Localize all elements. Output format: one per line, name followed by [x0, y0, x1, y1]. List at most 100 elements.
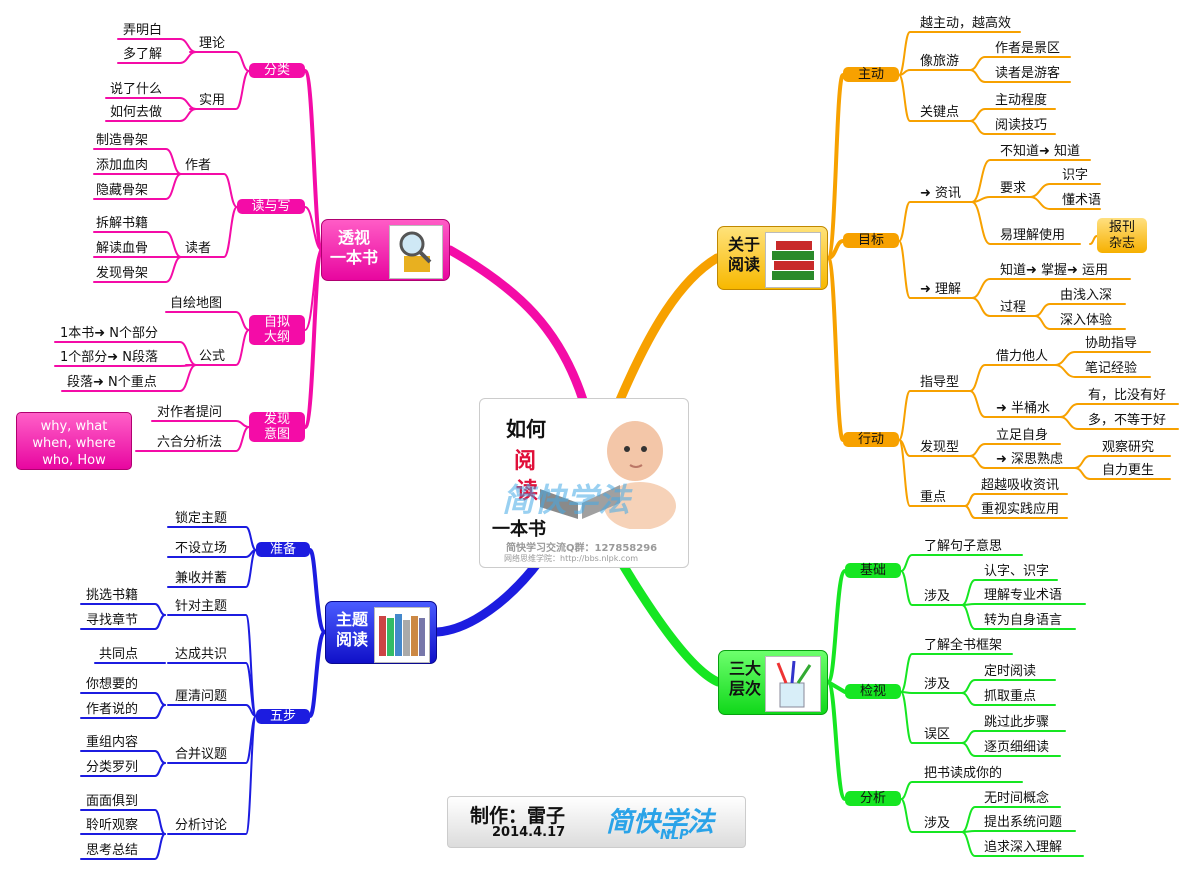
- center-site: 网络思维学院：http://bbs.nlpk.com: [504, 554, 639, 563]
- node-shiyong: 实用: [199, 93, 226, 108]
- node-lijie: ➜ 理解: [920, 282, 962, 297]
- link-orange: [971, 159, 1091, 203]
- node-duo: 多，不等于好: [1088, 413, 1167, 428]
- link-pink: [135, 426, 250, 452]
- node-zuozheshuo: 作者说的: [86, 702, 139, 717]
- trunk-pink: [445, 245, 588, 405]
- link-blue: [80, 762, 166, 777]
- node-zhuanwei: 转为自身语言: [984, 613, 1063, 628]
- baby-reading-illustration: [580, 411, 678, 530]
- node-yincang: 隐藏骨架: [96, 183, 149, 198]
- topic-ziniyaogang: 自拟 大纲: [249, 315, 305, 345]
- topic-wubu: 五步: [256, 709, 310, 724]
- link-green: [900, 554, 1023, 572]
- credit-brand: 简快学法: [606, 807, 714, 838]
- link-orange: [969, 120, 1056, 135]
- node-tianjia: 添加血肉: [96, 158, 149, 173]
- node-yue: 越主动，越高效: [920, 16, 1012, 31]
- hub-sanda-title: 三大 层次: [728, 659, 761, 698]
- node-chengdu: 主动程度: [995, 93, 1048, 108]
- link-orange: [971, 196, 1031, 203]
- magnifier-book-icon: [389, 225, 443, 279]
- link-orange: [971, 201, 1081, 245]
- bookshelf-icon: [374, 607, 430, 663]
- node-duoliaojie: 多了解: [123, 47, 163, 62]
- link-green: [961, 604, 1076, 630]
- link-pink: [185, 329, 250, 366]
- node-suoding: 锁定主题: [175, 511, 228, 526]
- node-shuyu: 理解专业术语: [984, 588, 1063, 603]
- node-you: 有，比没有好: [1088, 388, 1167, 403]
- node-bantong: ➜ 半桶水: [996, 401, 1051, 416]
- link-pink: [165, 311, 250, 331]
- node-biji: 笔记经验: [1085, 361, 1138, 376]
- node-faxianxing: 发现型: [920, 440, 960, 455]
- topic-xingdong: 行动: [843, 432, 899, 447]
- node-f2: 1个部分➜ N段落: [60, 350, 159, 365]
- link-green: [961, 742, 1061, 757]
- link-orange: [969, 390, 1061, 418]
- node-zuozhe: 作者: [185, 158, 212, 173]
- hub-sanda: 三大 层次: [718, 650, 828, 715]
- pencil-cup-icon: [765, 656, 821, 712]
- link-pink: [303, 69, 324, 252]
- topic-zhudong: 主动: [843, 67, 899, 82]
- link-pink: [173, 173, 238, 208]
- node-tiwen: 对作者提问: [157, 405, 223, 420]
- link-orange: [826, 256, 845, 442]
- node-shizi: 识字: [1062, 168, 1089, 183]
- node-zhuaqu: 抓取重点: [984, 689, 1037, 704]
- link-green: [826, 680, 847, 694]
- link-orange: [964, 505, 1068, 519]
- link-pink: [93, 256, 182, 283]
- node-guanjian: 关键点: [920, 105, 960, 120]
- link-orange: [1059, 416, 1179, 430]
- link-blue: [80, 833, 166, 860]
- link-orange: [1029, 196, 1101, 210]
- link-green: [900, 653, 1013, 693]
- link-green: [961, 831, 1084, 857]
- credit-author: 制作：雷子: [470, 805, 566, 827]
- node-nixiang: 你想要的: [86, 677, 139, 692]
- node-chongzu: 重组内容: [86, 735, 139, 750]
- node-youqian: 由浅入深: [1060, 288, 1113, 303]
- link-orange: [1054, 364, 1151, 378]
- link-blue: [167, 662, 257, 717]
- node-xiezhu: 协助指导: [1085, 336, 1138, 351]
- credit-brand-sub: NLP: [660, 828, 689, 843]
- node-buzhi: 不知道➜ 知道: [1000, 144, 1081, 159]
- link-pink: [151, 420, 250, 428]
- trunk-green: [615, 555, 723, 687]
- node-lvyou: 像旅游: [920, 54, 960, 69]
- node-yilijie: 易理解使用: [1000, 228, 1066, 243]
- node-tiaoguo: 跳过此步骤: [984, 715, 1050, 730]
- link-orange: [969, 69, 1071, 83]
- hub-toushi: 透视 一本书: [321, 219, 450, 281]
- node-chaijie: 拆解书籍: [96, 216, 149, 231]
- node-lingting: 聆听观察: [86, 818, 139, 833]
- link-blue: [80, 614, 166, 630]
- link-green: [961, 603, 1086, 606]
- credit-date: 2014.4.17: [492, 825, 566, 840]
- link-green: [826, 680, 847, 801]
- node-shensi: ➜ 深思熟虑: [996, 452, 1064, 467]
- node-jieli: 借力他人: [996, 349, 1049, 364]
- hub-zhuti: 主题 阅读: [325, 601, 437, 664]
- node-jianshou: 兼收并蓄: [175, 571, 228, 586]
- link-orange: [898, 201, 973, 242]
- link-green: [900, 691, 963, 744]
- hub-zhuti-title: 主题 阅读: [335, 610, 368, 649]
- topic-fenxi: 分析: [845, 791, 901, 806]
- link-pink: [189, 70, 250, 110]
- node-lilun: 理论: [199, 36, 226, 51]
- link-pink: [105, 108, 197, 122]
- node-tichu: 提出系统问题: [984, 815, 1063, 830]
- link-orange: [898, 74, 971, 122]
- link-green: [900, 781, 1023, 800]
- node-zhuiqiu: 追求深入理解: [984, 840, 1063, 855]
- node-fenxitaolun: 分析讨论: [175, 818, 228, 833]
- node-kuangjia: 了解全书框架: [924, 638, 1003, 653]
- hub-toushi-title: 透视 一本书: [329, 228, 378, 267]
- node-liqing: 厘清问题: [175, 689, 228, 704]
- link-green: [900, 798, 963, 833]
